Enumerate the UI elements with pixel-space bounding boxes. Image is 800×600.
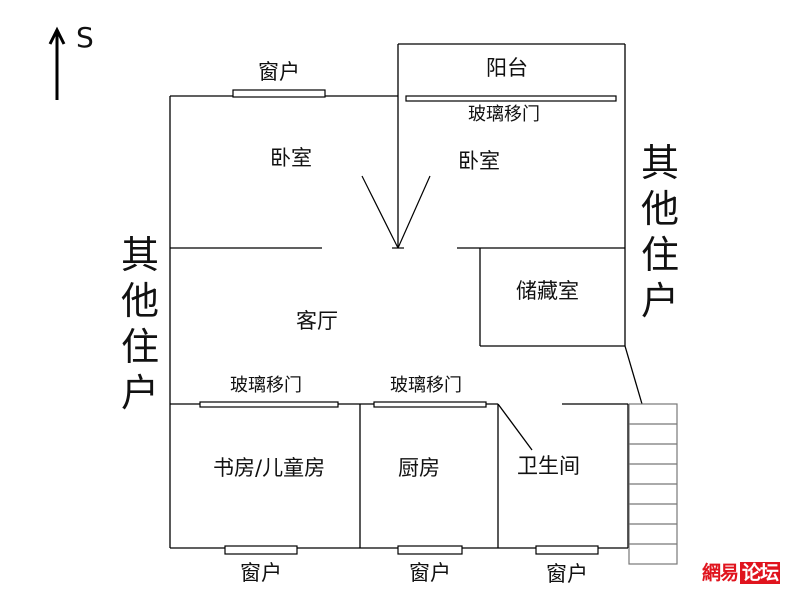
- glass-doors: [199, 95, 617, 408]
- glass-door-balcony-label: 玻璃移门: [468, 104, 540, 125]
- room-bedroom-left: 卧室: [270, 146, 312, 170]
- glass-door-kitchen-label: 玻璃移门: [390, 375, 462, 396]
- room-living: 客厅: [296, 309, 338, 333]
- direction-label: S: [76, 21, 94, 54]
- room-bathroom: 卫生间: [517, 454, 580, 478]
- door-swing-icon: [361, 175, 431, 249]
- window-bottom-kitchen-label: 窗户: [409, 561, 451, 585]
- direction-arrow-icon: [48, 26, 66, 100]
- staircase: [628, 403, 678, 565]
- forum-watermark-logo: 網易论坛: [702, 558, 781, 585]
- neighbors-right-label: 其他住户: [640, 141, 679, 323]
- room-bedroom-right: 卧室: [458, 149, 500, 173]
- room-kitchen: 厨房: [398, 456, 440, 480]
- window-top-label: 窗户: [258, 60, 300, 84]
- watermark-part2: 论坛: [740, 562, 781, 584]
- watermark-part1: 網易: [702, 562, 739, 584]
- neighbors-left-label: 其他住户: [120, 233, 159, 415]
- glass-door-study-label: 玻璃移门: [230, 375, 302, 396]
- window-bottom-bath-label: 窗户: [546, 562, 588, 586]
- window-bottom-study-label: 窗户: [240, 561, 282, 585]
- room-storage: 储藏室: [516, 279, 579, 303]
- room-study: 书房/儿童房: [213, 456, 326, 480]
- room-balcony: 阳台: [486, 56, 528, 80]
- windows: [224, 89, 599, 555]
